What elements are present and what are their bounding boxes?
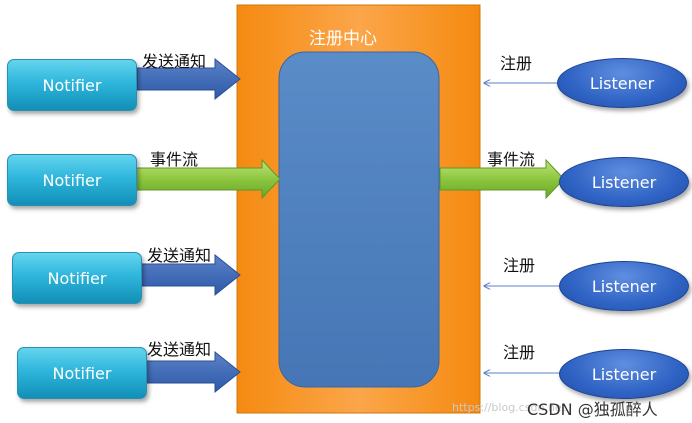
notify-arrow-3 bbox=[139, 350, 241, 394]
notify-arrow-2 bbox=[139, 253, 241, 297]
notify-label-1: 发送通知 bbox=[142, 52, 207, 71]
notify-label-2: 发送通知 bbox=[147, 246, 212, 265]
register-label-1: 注册 bbox=[500, 54, 533, 73]
register-label-2: 注册 bbox=[503, 256, 536, 275]
event-stream-arrow-out bbox=[439, 158, 565, 200]
notify-arrow-1 bbox=[136, 57, 241, 101]
notifier-node-4: Notifier bbox=[17, 347, 147, 399]
registry-inner-panel bbox=[278, 51, 440, 388]
watermark-url: https://blog.csdn.net bbox=[452, 401, 566, 414]
notifier-node-3: Notifier bbox=[12, 252, 142, 304]
notifier-node-2: Notifier bbox=[7, 154, 137, 206]
register-label-3: 注册 bbox=[503, 343, 536, 362]
listener-node-2: Listener bbox=[559, 157, 689, 207]
event-stream-arrow-in bbox=[134, 158, 281, 200]
event-stream-label-out: 事件流 bbox=[487, 150, 536, 169]
csdn-credit: CSDN @独孤醉人 bbox=[527, 400, 658, 419]
listener-node-1: Listener bbox=[557, 58, 687, 108]
notify-label-3: 发送通知 bbox=[147, 340, 212, 359]
notifier-node-1: Notifier bbox=[7, 59, 137, 111]
hub-title: 注册中心 bbox=[309, 29, 377, 49]
event-stream-label-in: 事件流 bbox=[150, 150, 199, 169]
listener-node-3: Listener bbox=[559, 261, 689, 311]
listener-node-4: Listener bbox=[559, 349, 689, 399]
